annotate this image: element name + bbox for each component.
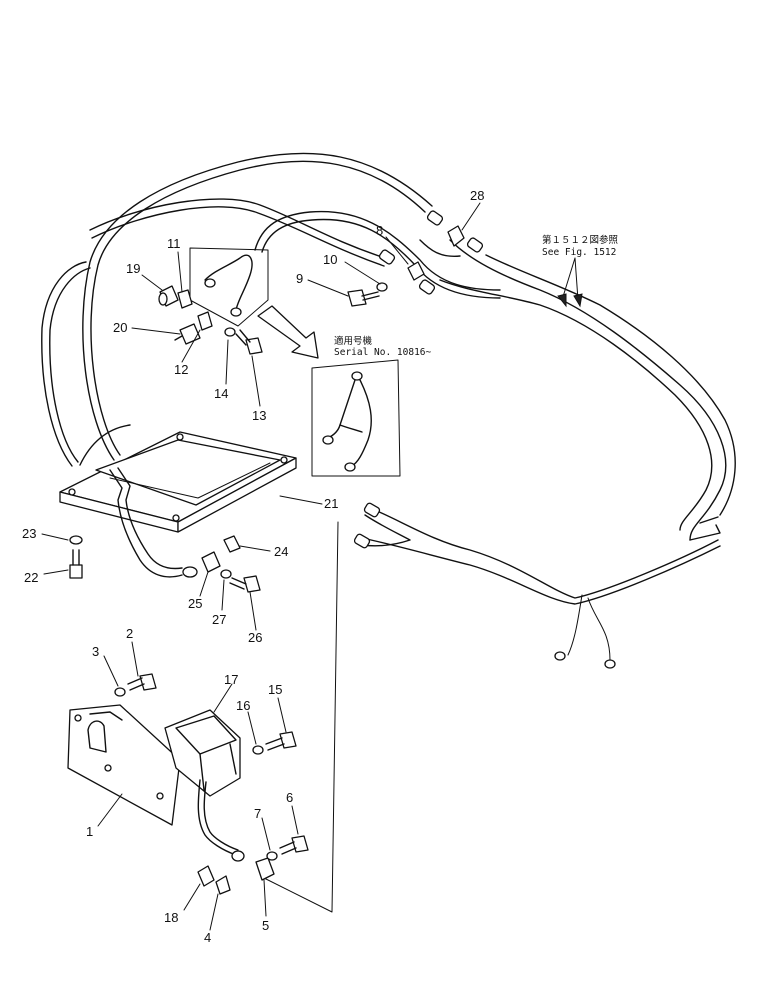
callout-13: 13 bbox=[252, 408, 266, 423]
harness-upper-loop bbox=[41, 152, 433, 467]
bolt-2 bbox=[127, 673, 157, 691]
callout-24: 24 bbox=[274, 544, 288, 559]
bolt-26 bbox=[229, 575, 261, 593]
divider-line bbox=[263, 521, 339, 913]
see-fig-arrow bbox=[557, 257, 583, 308]
callout-2: 2 bbox=[126, 626, 133, 641]
washer-16 bbox=[252, 745, 264, 755]
relay-17 bbox=[164, 709, 241, 856]
callout-20: 20 bbox=[113, 320, 127, 335]
callout-11: 11 bbox=[167, 236, 181, 251]
washer-27 bbox=[220, 569, 232, 579]
controller-box-21 bbox=[59, 431, 297, 578]
connector-plug-5 bbox=[231, 850, 245, 862]
clamp-28 bbox=[447, 225, 465, 247]
harness-main-right bbox=[439, 239, 736, 541]
callout-23: 23 bbox=[22, 526, 36, 541]
harness-plugs bbox=[353, 210, 484, 549]
callout-9: 9 bbox=[296, 271, 303, 286]
callout-7: 7 bbox=[254, 806, 261, 821]
bolt-9 bbox=[347, 289, 380, 307]
callout-1: 1 bbox=[86, 824, 93, 839]
connector-18 bbox=[197, 865, 215, 887]
callout-27: 27 bbox=[212, 612, 226, 627]
serial-inset bbox=[257, 305, 401, 477]
bolt-22 bbox=[69, 549, 83, 579]
washer-10 bbox=[376, 282, 388, 292]
bolt-6 bbox=[279, 835, 309, 855]
harness-lower bbox=[361, 507, 721, 669]
callout-18: 18 bbox=[164, 910, 178, 925]
serial-note-en: Serial No. 10816~ bbox=[334, 347, 432, 358]
clamp-8 bbox=[407, 261, 425, 281]
callout-22: 22 bbox=[24, 570, 38, 585]
bolt-15 bbox=[265, 731, 297, 751]
clamp-11 bbox=[177, 289, 193, 309]
see-fig-note-en: See Fig. 1512 bbox=[542, 247, 616, 258]
callout-12: 12 bbox=[174, 362, 188, 377]
clamp-4 bbox=[215, 875, 231, 895]
connector-24 bbox=[223, 535, 241, 553]
callout-14: 14 bbox=[214, 386, 228, 401]
connector-19 bbox=[158, 285, 179, 307]
washer-23 bbox=[69, 535, 83, 545]
callout-19: 19 bbox=[126, 261, 140, 276]
serial-note-jp: 適用号機 bbox=[334, 335, 373, 347]
callout-28: 28 bbox=[470, 188, 484, 203]
washer-7 bbox=[266, 851, 278, 861]
washer-14 bbox=[224, 327, 236, 337]
callout-6: 6 bbox=[286, 790, 293, 805]
clamp-12 bbox=[197, 311, 213, 331]
inset-box-upper bbox=[189, 247, 269, 327]
see-fig-note-jp: 第１５１２図参照 bbox=[542, 234, 619, 246]
callout-4: 4 bbox=[204, 930, 211, 945]
notes: 第１５１２図参照 See Fig. 1512 適用号機 Serial No. 1… bbox=[334, 234, 619, 358]
leader-lines bbox=[41, 202, 481, 931]
callout-10: 10 bbox=[323, 252, 337, 267]
callout-15: 15 bbox=[268, 682, 282, 697]
callout-3: 3 bbox=[92, 644, 99, 659]
harness-upper-branch bbox=[254, 210, 501, 299]
clamp-5 bbox=[255, 857, 275, 881]
washer-3 bbox=[114, 687, 126, 697]
connector-plug-25 bbox=[182, 566, 198, 578]
callout-21: 21 bbox=[324, 496, 338, 511]
bracket-1 bbox=[67, 704, 181, 826]
bolt-13 bbox=[235, 329, 263, 355]
callout-labels: 28 8 10 9 11 19 20 12 14 13 21 23 22 24 … bbox=[22, 188, 484, 945]
clamp-25 bbox=[201, 551, 221, 573]
callout-17: 17 bbox=[224, 672, 238, 687]
callout-26: 26 bbox=[248, 630, 262, 645]
callout-25: 25 bbox=[188, 596, 202, 611]
callout-5: 5 bbox=[262, 918, 269, 933]
callout-8: 8 bbox=[376, 223, 383, 238]
callout-16: 16 bbox=[236, 698, 250, 713]
